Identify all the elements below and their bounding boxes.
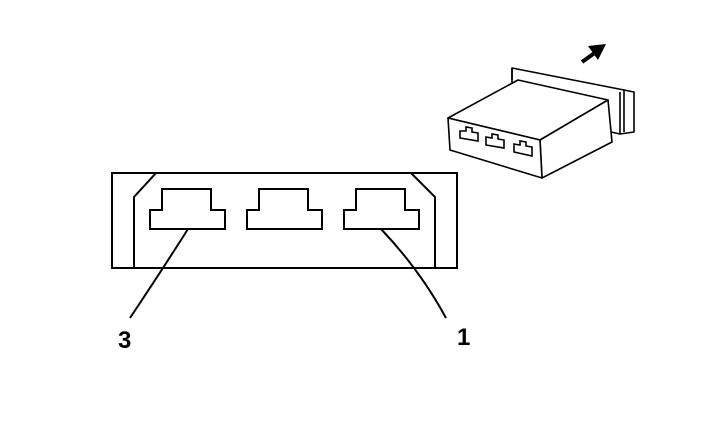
pin-cavity-2 [246, 188, 323, 230]
pin-cavity-1 [343, 188, 420, 230]
leader-line-1 [380, 228, 447, 319]
connector-3d-view [447, 67, 635, 179]
mini-pin-slots [459, 126, 533, 157]
leader-line-3 [129, 228, 189, 319]
callout-1: 1 [457, 324, 470, 351]
direction-arrow-icon [580, 44, 606, 64]
callout-3: 3 [118, 327, 131, 354]
pin-cavity-3 [149, 188, 226, 230]
connector-face-view [111, 172, 458, 269]
